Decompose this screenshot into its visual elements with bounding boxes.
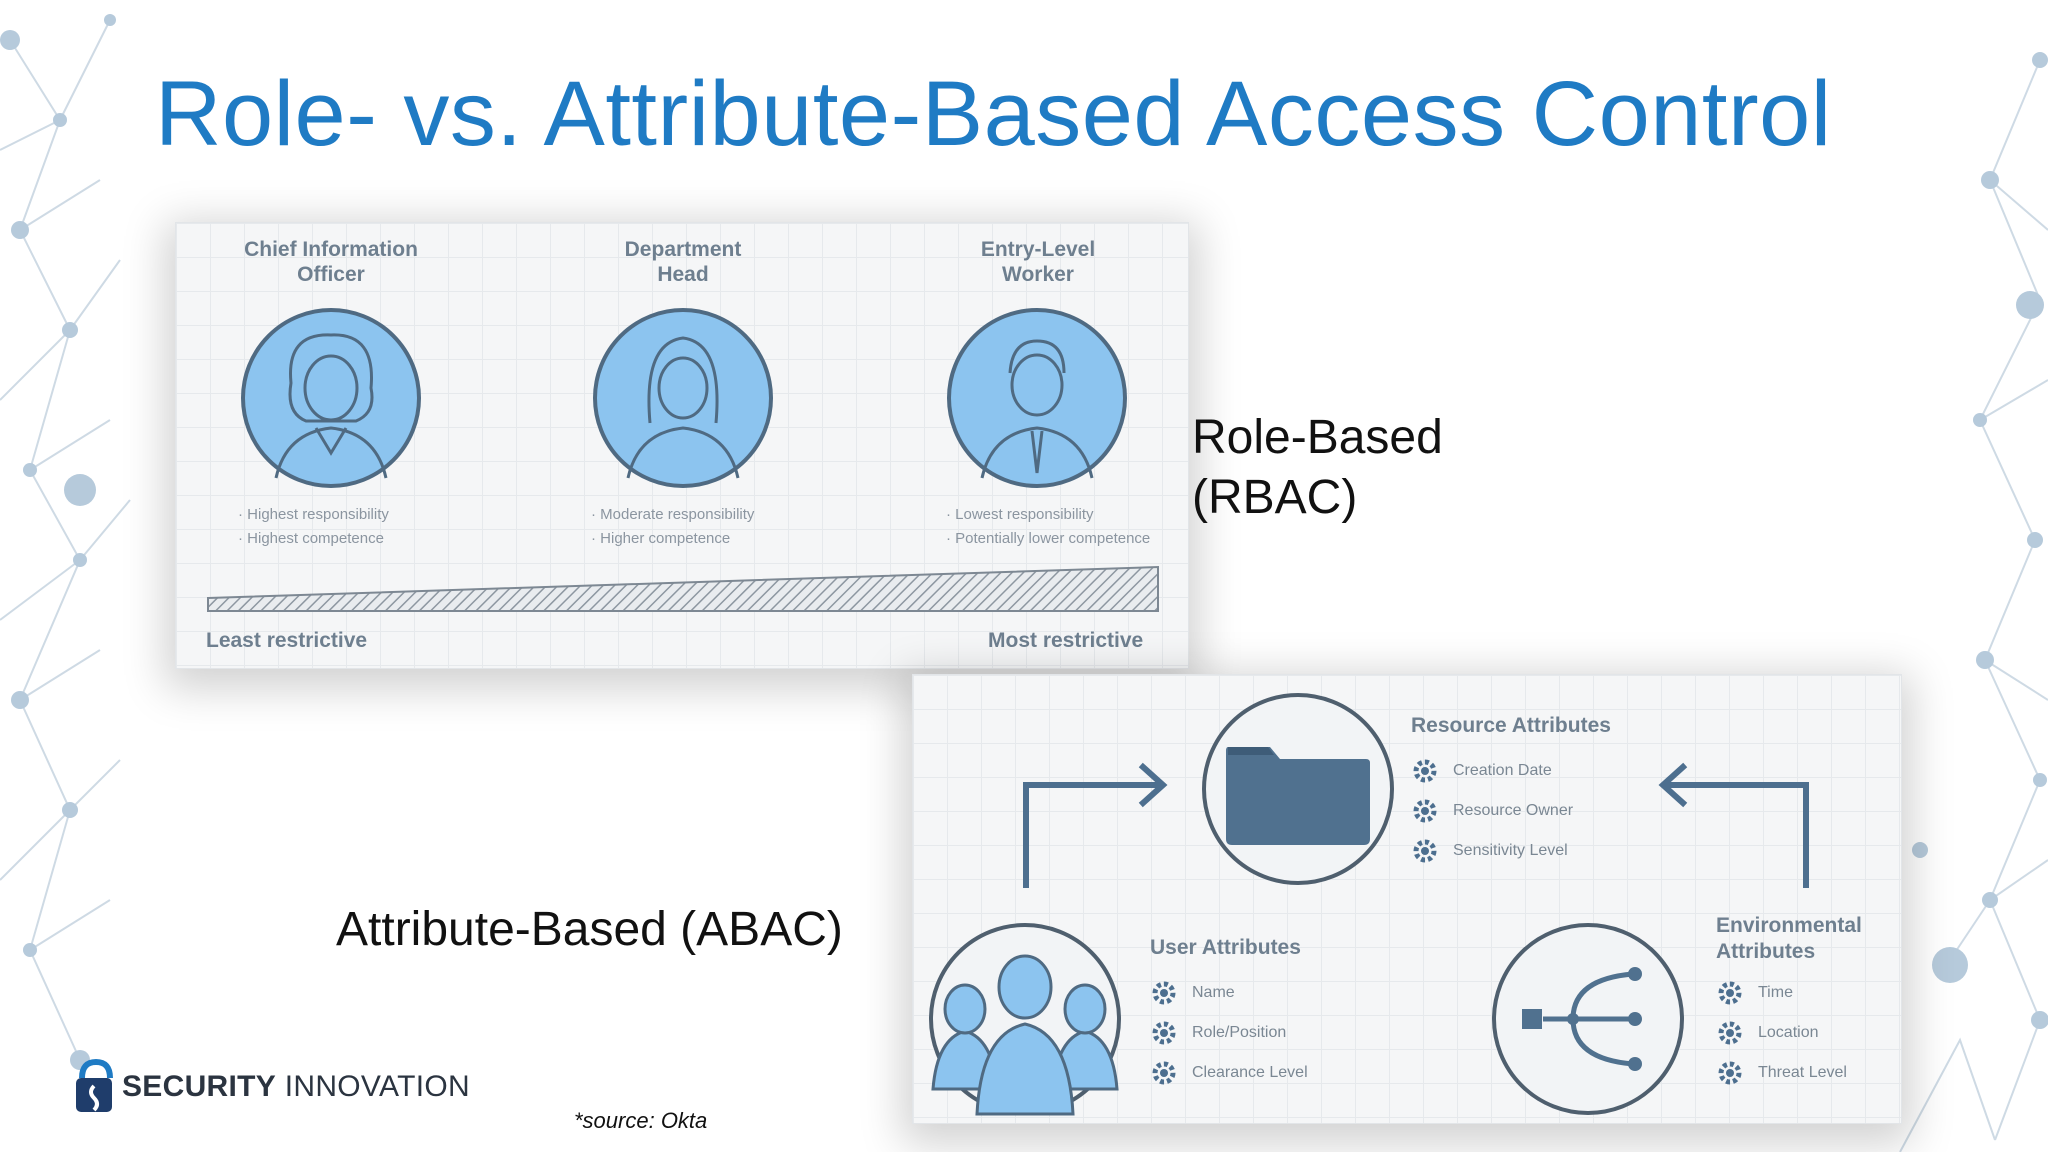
role-title-line: Chief Information	[244, 238, 418, 261]
role-title-line: Head	[657, 263, 709, 286]
lock-logo-icon	[76, 1058, 113, 1112]
role-cio: Chief Information Officer	[211, 237, 451, 287]
bullet-text: · Lowest responsibility	[946, 506, 1094, 523]
department-head-avatar-icon	[593, 308, 773, 488]
bullet-text: · Potentially lower competence	[946, 530, 1151, 547]
resource-attributes-list: Creation Date Resource Owner Sensitivity…	[1411, 751, 1573, 871]
attribute-label: Location	[1758, 1024, 1819, 1041]
attribute-label: Creation Date	[1453, 762, 1552, 779]
environmental-attributes-heading: Environmental Attributes	[1716, 913, 1862, 965]
gear-icon	[1413, 799, 1437, 823]
role-entry-level: Entry-Level Worker	[918, 237, 1158, 287]
entry-level-avatar-icon	[947, 308, 1127, 488]
heading-line: Attributes	[1716, 940, 1816, 963]
gear-icon	[1413, 839, 1437, 863]
most-restrictive-label: Most restrictive	[988, 629, 1144, 652]
cio-bullets: · Highest responsibility · Highest compe…	[238, 503, 389, 551]
resource-attributes-heading: Resource Attributes	[1411, 714, 1611, 737]
role-department-head: Department Head	[563, 237, 803, 287]
role-title-line: Officer	[297, 263, 365, 286]
gear-icon	[1718, 981, 1742, 1005]
attribute-label: Resource Owner	[1453, 802, 1574, 819]
bullet-text: · Highest competence	[238, 530, 384, 547]
entry-bullets: · Lowest responsibility · Potentially lo…	[946, 503, 1150, 551]
environmental-attributes-list: Time Location Threat Level	[1716, 973, 1847, 1093]
security-innovation-logo: SECURITY INNOVATION	[72, 1056, 470, 1118]
role-title-line: Worker	[1002, 263, 1074, 286]
environment-branch-icon	[1492, 923, 1684, 1115]
gear-icon	[1152, 1061, 1176, 1085]
attribute-label: Role/Position	[1192, 1024, 1287, 1041]
attribute-label: Threat Level	[1758, 1064, 1847, 1081]
source-note: *source: Okta	[574, 1108, 708, 1133]
abac-diagram: Resource Attributes Creation Date Resour…	[912, 674, 1902, 1124]
attribute-item: Location	[1716, 1013, 1847, 1053]
attribute-label: Sensitivity Level	[1453, 842, 1568, 859]
rbac-label-line: Role-Based	[1192, 411, 1443, 464]
user-attributes-heading: User Attributes	[1150, 936, 1301, 959]
attribute-item: Resource Owner	[1411, 791, 1573, 831]
gear-icon	[1413, 759, 1437, 783]
role-title-line: Department	[624, 238, 742, 261]
gear-icon	[1718, 1021, 1742, 1045]
attribute-label: Clearance Level	[1192, 1064, 1308, 1081]
role-title-entry: Entry-Level Worker	[918, 237, 1158, 287]
rbac-label-line: (RBAC)	[1192, 471, 1358, 524]
attribute-item: Threat Level	[1716, 1053, 1847, 1093]
restriction-wedge	[207, 565, 1159, 612]
attribute-item: Creation Date	[1411, 751, 1573, 791]
role-title-cio: Chief Information Officer	[211, 237, 451, 287]
bullet-text: · Higher competence	[591, 530, 731, 547]
abac-label: Attribute-Based (ABAC)	[336, 903, 843, 956]
gear-icon	[1152, 1021, 1176, 1045]
slide-title: Role- vs. Attribute-Based Access Control	[155, 63, 1832, 165]
attribute-label: Name	[1192, 984, 1235, 1001]
cio-avatar-icon	[241, 308, 421, 488]
attribute-label: Time	[1758, 984, 1793, 1001]
least-restrictive-label: Least restrictive	[206, 629, 368, 652]
attribute-item: Role/Position	[1150, 1013, 1308, 1053]
flow-arrows	[1023, 762, 1809, 888]
user-attributes-list: Name Role/Position Clearance Level	[1150, 973, 1308, 1093]
dept-bullets: · Moderate responsibility · Higher compe…	[591, 503, 754, 551]
attribute-item: Time	[1716, 973, 1847, 1013]
bullet-text: · Moderate responsibility	[591, 506, 755, 523]
logo-text-light: INNOVATION	[276, 1070, 470, 1103]
attribute-item: Name	[1150, 973, 1308, 1013]
attribute-item: Sensitivity Level	[1411, 831, 1573, 871]
logo-text-bold: SECURITY	[122, 1070, 277, 1103]
bullet-text: · Highest responsibility	[238, 506, 389, 523]
folder-icon	[1202, 693, 1394, 885]
role-title-dept: Department Head	[563, 237, 803, 287]
user-group-icon	[929, 923, 1121, 1116]
gear-icon	[1152, 981, 1176, 1005]
rbac-label: Role-Based (RBAC)	[1192, 408, 1443, 528]
role-title-line: Entry-Level	[980, 238, 1096, 261]
rbac-diagram: Chief Information Officer Department Hea…	[175, 222, 1189, 669]
attribute-item: Clearance Level	[1150, 1053, 1308, 1093]
heading-line: Environmental	[1716, 914, 1862, 937]
gear-icon	[1718, 1061, 1742, 1085]
